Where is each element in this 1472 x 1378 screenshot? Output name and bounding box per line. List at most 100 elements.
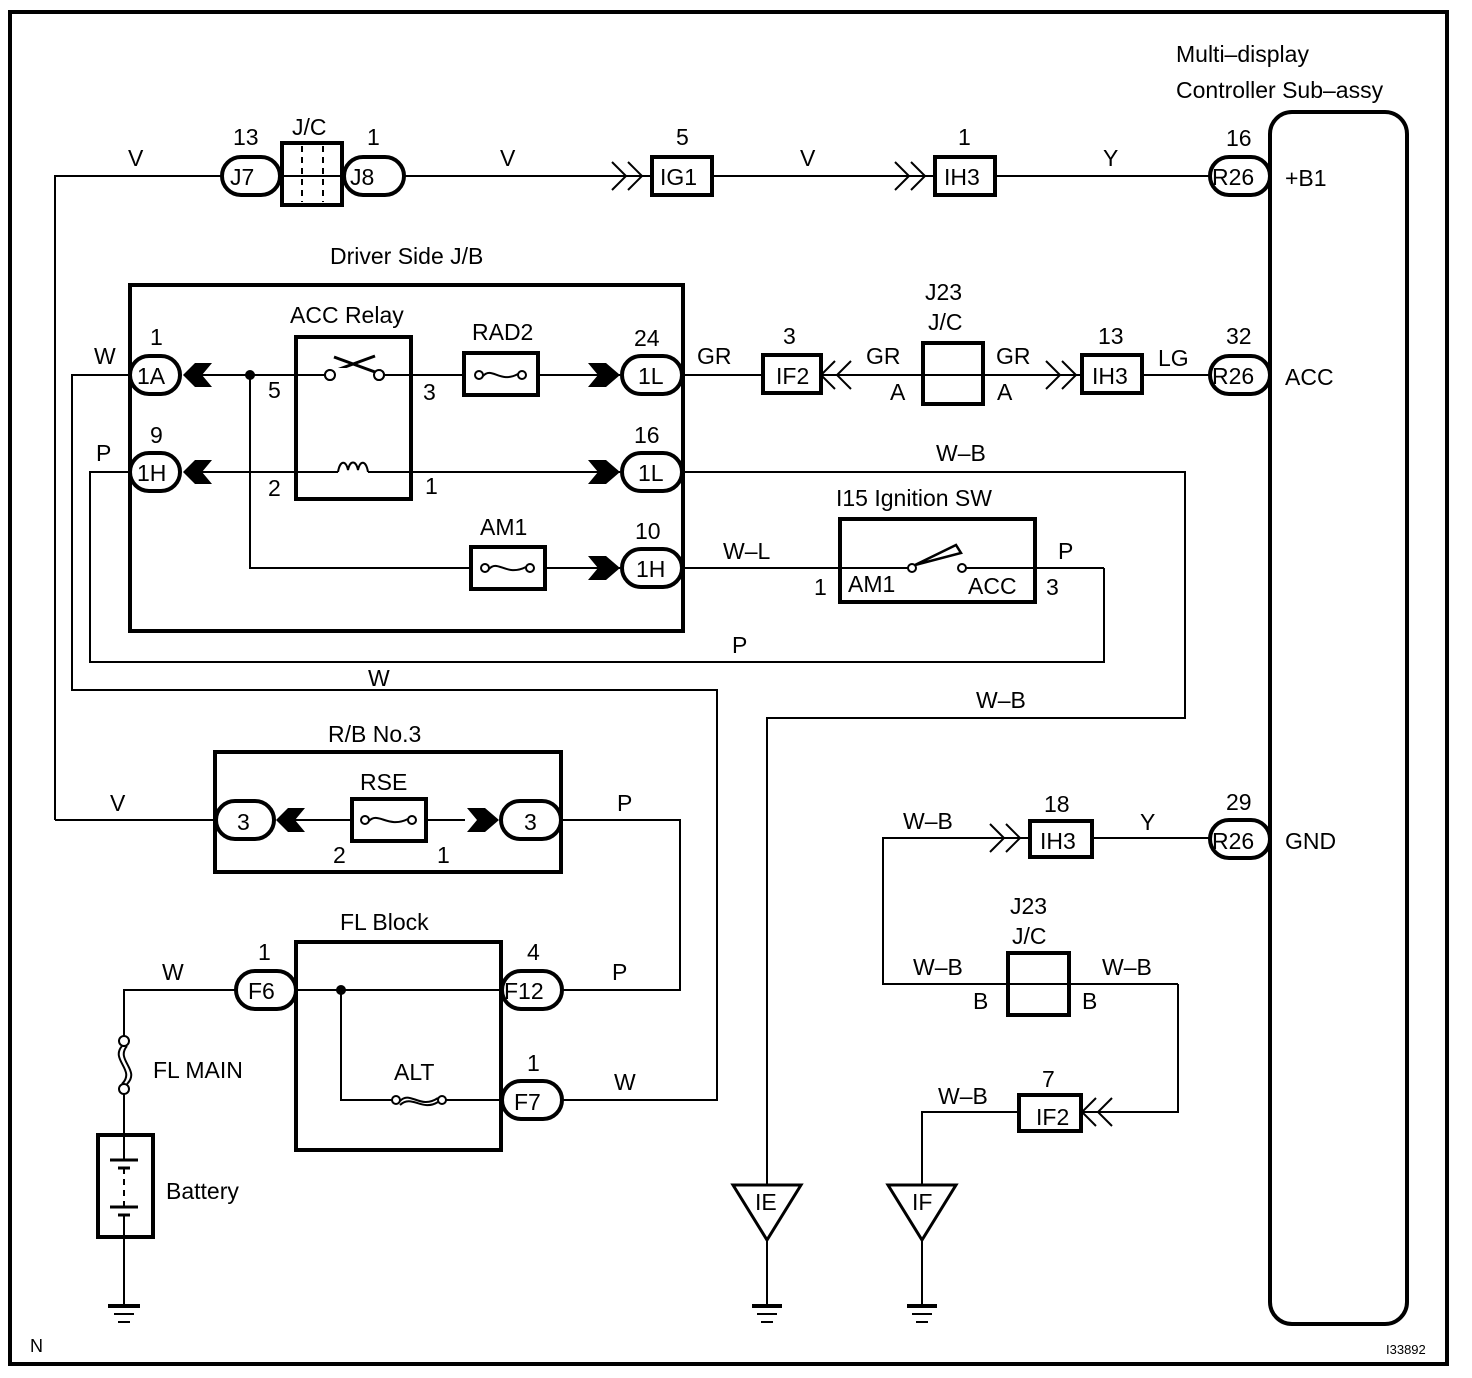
ignition-switch[interactable] [838, 517, 1037, 604]
relay-pin-1: 1 [425, 473, 438, 499]
connector-if2-pin: 3 [783, 323, 796, 349]
connector-1h-label: 1H [137, 460, 166, 486]
ground-point-ie[interactable] [730, 1183, 804, 1243]
relay-pin-2: 2 [268, 475, 281, 501]
wire-label-v-rb: V [110, 790, 126, 816]
connector-rb-3-left[interactable] [214, 799, 276, 841]
connector-1l-pin: 24 [634, 325, 660, 351]
wire-label-w-bottom: W [368, 665, 390, 691]
rb-no3-title: R/B No.3 [328, 721, 421, 747]
wire-label-v: V [128, 145, 144, 171]
wire-label-p-rb: P [617, 790, 632, 816]
wire-label-gr-right: GR [996, 343, 1031, 369]
connector-if2-label: IF2 [776, 363, 809, 389]
fuse-icon [482, 371, 519, 379]
controller-title-line1: Multi–display [1176, 41, 1309, 67]
connector-if2-gnd-pin: 7 [1042, 1066, 1055, 1092]
rse-pin-2: 2 [333, 842, 346, 868]
connector-ih3-gnd-pin: 18 [1044, 791, 1070, 817]
connector-f12[interactable] [500, 969, 564, 1011]
connector-1l-label: 1L [638, 363, 664, 389]
terminal-gnd-label: GND [1285, 828, 1336, 854]
connector-f7-label: F7 [514, 1089, 541, 1115]
wire-label-wb-down: W–B [976, 687, 1026, 713]
wire-label-wb-jc-right: W–B [1102, 954, 1152, 980]
diagram-frame [8, 10, 1449, 1366]
connector-r26-acc-pin: 32 [1226, 323, 1252, 349]
connector-r26-label: R26 [1212, 164, 1254, 190]
multi-display-controller[interactable] [1268, 110, 1409, 1326]
connector-1h-right-pin: 10 [635, 518, 661, 544]
connector-f7[interactable] [500, 1079, 564, 1121]
connector-r26-b1[interactable] [1208, 155, 1272, 197]
fuse-am1-label: AM1 [480, 514, 527, 540]
fl-main-label: FL MAIN [153, 1057, 243, 1083]
fuse-rse-label: RSE [360, 769, 407, 795]
acc-relay[interactable] [294, 335, 413, 501]
fl-block-title: FL Block [340, 909, 429, 935]
wire-label-w-f6: W [162, 959, 184, 985]
wire-v-left [54, 175, 222, 820]
jc-term-a-left: A [890, 379, 906, 405]
ground-icon-ie [752, 1304, 782, 1323]
connector-rb-left-label: 3 [237, 809, 250, 835]
fuse-alt-label: ALT [394, 1059, 434, 1085]
connector-if2-gnd-label: IF2 [1036, 1104, 1069, 1130]
junction-connector-jc[interactable] [280, 141, 344, 207]
connector-f7-pin: 1 [527, 1050, 540, 1076]
battery[interactable] [96, 1133, 155, 1239]
wire-label-gr: GR [697, 343, 732, 369]
connector-f12-pin: 4 [527, 939, 540, 965]
fl-block[interactable] [294, 940, 503, 1152]
driver-side-jb[interactable] [128, 283, 685, 633]
connector-r26-gnd-pin: 29 [1226, 789, 1252, 815]
connector-1a-label: 1A [137, 363, 166, 389]
wire-label-wb: W–B [936, 440, 986, 466]
wire-p-rse [561, 819, 681, 991]
terminal-b1-label: +B1 [1285, 165, 1327, 191]
connector-1l-mid[interactable] [620, 451, 684, 493]
ignition-pin-3: 3 [1046, 574, 1059, 600]
ignition-switch-contact [914, 543, 963, 567]
connector-rb-right-label: 3 [524, 809, 537, 835]
ground-point-if[interactable] [885, 1183, 959, 1243]
connector-j8-pin: 1 [367, 124, 380, 150]
wire-label-p: P [96, 440, 111, 466]
wire-label-v3: V [800, 145, 816, 171]
ground-ie-label: IE [755, 1189, 777, 1215]
junction-connector-j23-acc[interactable] [921, 341, 985, 406]
wire-label-wl: W–L [723, 538, 771, 564]
connector-1l-top[interactable] [620, 354, 684, 396]
ignition-sw-title: I15 Ignition SW [836, 485, 992, 511]
connector-ih3-pin: 1 [958, 124, 971, 150]
fl-main-fusible-link-icon [117, 1045, 133, 1085]
rse-pin-1: 1 [437, 842, 450, 868]
connector-1l-mid-pin: 16 [634, 422, 660, 448]
wire-label-p-bottom: P [732, 632, 747, 658]
connector-r26-gnd[interactable] [1208, 818, 1272, 860]
connector-1h-right-label: 1H [636, 556, 665, 582]
wire-label-w-f7: W [614, 1069, 636, 1095]
wire-label-p-out: P [1058, 538, 1073, 564]
wire-label-lg: LG [1158, 345, 1189, 371]
wire-label-gr-left: GR [866, 343, 901, 369]
terminal-acc-label: ACC [1285, 364, 1334, 390]
connector-r26-acc[interactable] [1208, 354, 1272, 396]
relay-coil-icon [337, 461, 369, 473]
wire-w-loop [71, 374, 718, 1101]
jc-j23-label: J/C [928, 309, 963, 335]
jc-term-a-right: A [997, 379, 1013, 405]
jc-j23-gnd-label: J/C [1012, 923, 1047, 949]
connector-1h-pin: 9 [150, 422, 163, 448]
ground-if-label: IF [912, 1189, 932, 1215]
wire-label-wb-jc-left: W–B [913, 954, 963, 980]
figure-id: I33892 [1386, 1342, 1426, 1357]
wire-label-w: W [94, 343, 116, 369]
connector-1h-right[interactable] [620, 547, 684, 589]
connector-r26-gnd-label: R26 [1212, 828, 1254, 854]
fuse-rad2-label: RAD2 [472, 319, 533, 345]
connector-ig1-label: IG1 [660, 164, 697, 190]
ignition-term-acc: ACC [968, 573, 1017, 599]
connector-1a-pin: 1 [150, 324, 163, 350]
